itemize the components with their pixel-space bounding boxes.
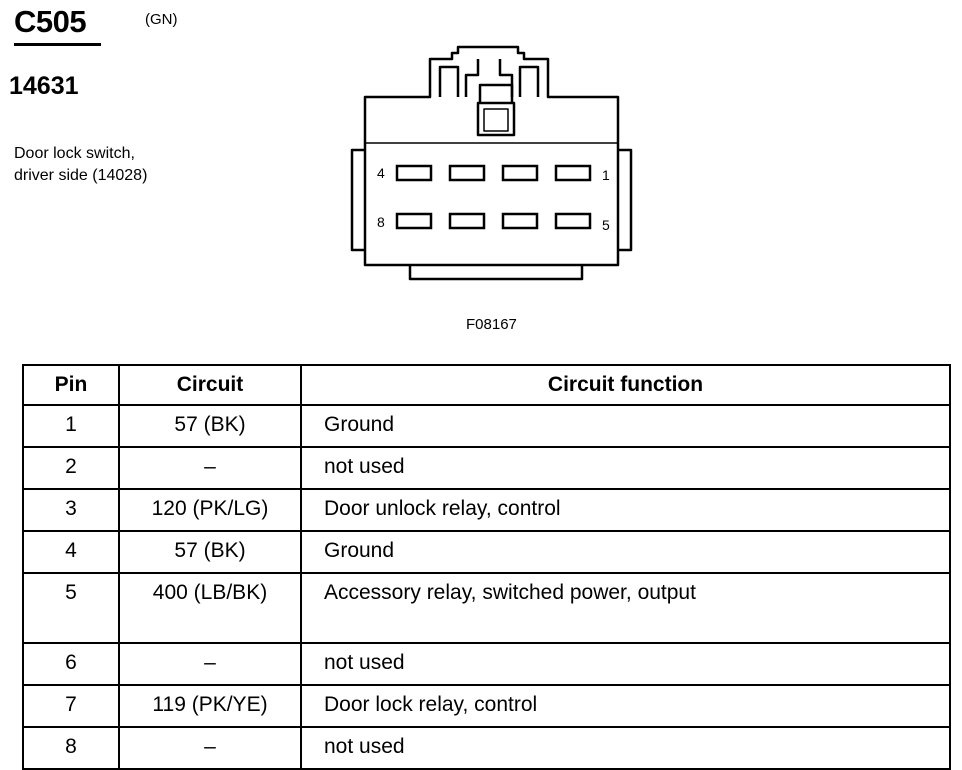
connector-body: [363, 45, 620, 267]
pin-cell: 7: [22, 684, 120, 728]
cavity-6: [501, 212, 539, 230]
function-cell: not used: [300, 446, 951, 490]
pin-cell: 6: [22, 642, 120, 686]
connector-part-number: 14631: [9, 72, 79, 100]
table-row: 4 57 (BK) Ground: [22, 530, 951, 574]
description-line-2: driver side (14028): [14, 167, 148, 184]
table-header-row: Pin Circuit Circuit function: [22, 364, 951, 406]
description-line-1: Door lock switch,: [14, 145, 135, 162]
pin-cell: 2: [22, 446, 120, 490]
function-cell: not used: [300, 726, 951, 770]
connector-color: (GN): [145, 11, 178, 28]
pin-cell: 4: [22, 530, 120, 574]
cavity-3: [448, 164, 486, 182]
pin-cell: 8: [22, 726, 120, 770]
latch-arm-right: [518, 65, 540, 97]
cavity-1: [554, 164, 592, 182]
connector-bottom-tab: [408, 265, 584, 281]
pin-label-8: 8: [377, 214, 385, 230]
component-description: Door lock switch, driver side (14028): [14, 143, 147, 187]
cavity-5: [554, 212, 592, 230]
latch-inner-left: [464, 59, 480, 97]
circuit-cell: 57 (BK): [118, 530, 302, 574]
cavity-7: [448, 212, 486, 230]
circuit-cell: 57 (BK): [118, 404, 302, 448]
function-cell: Door unlock relay, control: [300, 488, 951, 532]
table-row: 7 119 (PK/YE) Door lock relay, control: [22, 684, 951, 728]
function-cell: not used: [300, 642, 951, 686]
circuit-cell: 119 (PK/YE): [118, 684, 302, 728]
connector-id: C505: [14, 4, 87, 39]
pin-label-4: 4: [377, 165, 385, 181]
function-cell: Ground: [300, 404, 951, 448]
figure-id: F08167: [466, 316, 517, 333]
circuit-cell: 120 (PK/LG): [118, 488, 302, 532]
table-row: 6 – not used: [22, 642, 951, 686]
circuit-cell: –: [118, 642, 302, 686]
connector-right-rib: [618, 148, 633, 252]
pin-cell: 5: [22, 572, 120, 644]
latch-lock-top: [478, 83, 514, 103]
table-row: 8 – not used: [22, 726, 951, 770]
pin-table: Pin Circuit Circuit function 1 57 (BK) G…: [22, 364, 951, 770]
header-function: Circuit function: [300, 364, 951, 406]
table-row: 1 57 (BK) Ground: [22, 404, 951, 448]
latch-arm-left: [438, 65, 460, 97]
header-circuit: Circuit: [118, 364, 302, 406]
connector-id-underline: [14, 43, 101, 46]
latch-lock-box: [476, 101, 516, 137]
cavity-8: [395, 212, 433, 230]
pin-cell: 1: [22, 404, 120, 448]
latch-lock-inner: [483, 108, 509, 132]
pin-label-5: 5: [602, 217, 610, 233]
function-cell: Door lock relay, control: [300, 684, 951, 728]
circuit-cell: 400 (LB/BK): [118, 572, 302, 644]
header-pin: Pin: [22, 364, 120, 406]
circuit-cell: –: [118, 726, 302, 770]
function-cell: Accessory relay, switched power, output: [300, 572, 951, 644]
table-row: 5 400 (LB/BK) Accessory relay, switched …: [22, 572, 951, 644]
connector-left-rib: [350, 148, 365, 252]
pin-cell: 3: [22, 488, 120, 532]
table-row: 2 – not used: [22, 446, 951, 490]
connector-face-diagram: 4 1 8 5: [350, 45, 633, 281]
table-row: 3 120 (PK/LG) Door unlock relay, control: [22, 488, 951, 532]
pin-label-1: 1: [602, 167, 610, 183]
cavity-4: [395, 164, 433, 182]
cavity-2: [501, 164, 539, 182]
function-cell: Ground: [300, 530, 951, 574]
latch-inner-right: [498, 59, 514, 97]
circuit-cell: –: [118, 446, 302, 490]
